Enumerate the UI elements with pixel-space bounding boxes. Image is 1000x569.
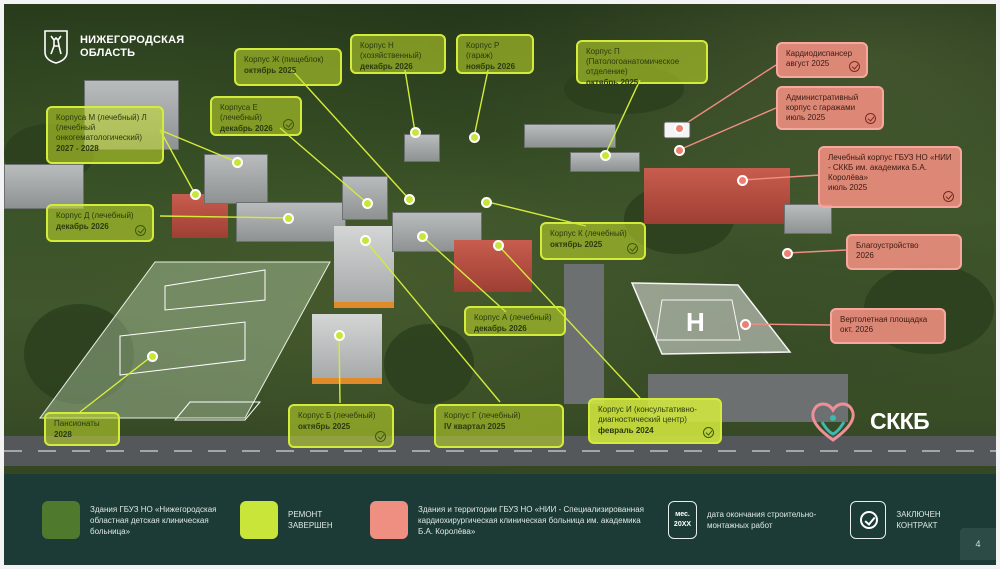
contract-check-icon [865, 113, 876, 124]
marker-k-p[interactable] [599, 149, 611, 161]
marker-k-k[interactable] [480, 196, 492, 208]
label-admin-korpus[interactable]: Административный корпус с гаражами июль … [776, 86, 884, 130]
label-korpus-m-l[interactable]: Корпуса М (лечебный) Л (лечебный онкогем… [46, 106, 164, 164]
marker-k-g[interactable] [359, 234, 371, 246]
contract-check-icon [703, 427, 714, 438]
contract-check-icon [849, 61, 860, 72]
marker-k-l[interactable] [231, 156, 243, 168]
logo-line-1: НИЖЕГОРОДСКАЯ [80, 34, 185, 46]
legend-swatch-lime [240, 501, 278, 539]
marker-k-b[interactable] [333, 329, 345, 341]
marker-k-i[interactable] [492, 239, 504, 251]
marker-admin[interactable] [673, 144, 685, 156]
label-korpus-zh[interactable]: Корпус Ж (пищеблок) октябрь 2025 [234, 48, 342, 86]
contract-check-icon [135, 225, 146, 236]
label-korpus-n[interactable]: Корпус Н (хозяйственный) декабрь 2026 [350, 34, 446, 74]
legend-date-icon: мес. 20ХХ [668, 501, 697, 539]
marker-main[interactable] [736, 174, 748, 186]
legend-swatch-salmon [370, 501, 408, 539]
marker-k-d[interactable] [282, 212, 294, 224]
legend-item-date: мес. 20ХХ дата окончания строительно-мон… [668, 501, 838, 539]
legend-item-repair-done: РЕМОНТ ЗАВЕРШЕН [240, 501, 350, 539]
marker-k-m[interactable] [189, 188, 201, 200]
legend-item-contract: ЗАКЛЮЧЕН КОНТРАКТ [850, 501, 980, 539]
marker-blago[interactable] [781, 247, 793, 259]
contract-check-icon [943, 191, 954, 202]
legend-item-children-hospital: Здания ГБУЗ НО «Нижегородская областная … [42, 501, 242, 539]
label-korpus-p[interactable]: Корпус П (Патологоанатомическое отделени… [576, 40, 708, 87]
marker-k-a[interactable] [416, 230, 428, 242]
marker-k-e[interactable] [361, 197, 373, 209]
contract-check-icon [627, 243, 638, 254]
label-korpus-d[interactable]: Корпус Д (лечебный) декабрь 2026 [46, 204, 154, 242]
label-lechebny-korpus-skkb[interactable]: Лечебный корпус ГБУЗ НО «НИИ - СККБ им. … [818, 146, 962, 208]
label-korpus-b[interactable]: Корпус Б (лечебный) октябрь 2025 [288, 404, 394, 448]
deer-emblem-icon [44, 30, 68, 64]
skkb-brand: СККБ [808, 398, 930, 444]
check-circle-icon [850, 501, 887, 539]
label-korpus-i[interactable]: Корпус И (консультативно-диагностический… [588, 398, 722, 444]
marker-cardio[interactable] [673, 122, 685, 134]
marker-k-n[interactable] [409, 126, 421, 138]
page-number: 4 [960, 528, 996, 560]
marker-pans[interactable] [146, 350, 158, 362]
label-blagoustroystvo[interactable]: Благоустройство 2026 [846, 234, 962, 270]
label-pansionaty[interactable]: Пансионаты 2028 [44, 412, 120, 446]
label-korpus-r[interactable]: Корпус Р (гараж) ноябрь 2026 [456, 34, 534, 74]
label-korpus-k[interactable]: Корпус К (лечебный) октябрь 2025 [540, 222, 646, 260]
marker-k-zh[interactable] [403, 193, 415, 205]
region-logo: НИЖЕГОРОДСКАЯ ОБЛАСТЬ [42, 30, 184, 64]
label-korpus-a[interactable]: Корпус А (лечебный) декабрь 2026 [464, 306, 566, 336]
heart-hands-icon [811, 402, 855, 442]
contract-check-icon [283, 119, 294, 130]
brand-name: СККБ [870, 407, 930, 434]
marker-k-r[interactable] [468, 131, 480, 143]
label-kardiodispanser[interactable]: Кардиодиспансер август 2025 [776, 42, 868, 78]
legend-item-skkb: Здания и территории ГБУЗ НО «НИИ - Специ… [370, 501, 650, 539]
legend: Здания ГБУЗ НО «Нижегородская областная … [4, 474, 996, 565]
label-korpus-g[interactable]: Корпус Г (лечебный) IV квартал 2025 [434, 404, 564, 448]
marker-heli[interactable] [739, 318, 751, 330]
logo-line-2: ОБЛАСТЬ [80, 47, 136, 59]
svg-text:H: H [686, 307, 705, 337]
contract-check-icon [375, 431, 386, 442]
label-korpus-e[interactable]: Корпуса Е (лечебный) декабрь 2026 [210, 96, 302, 136]
legend-swatch-dark-green [42, 501, 80, 539]
label-vertoletnaya-ploshchadka[interactable]: Вертолетная площадка окт. 2026 [830, 308, 946, 344]
